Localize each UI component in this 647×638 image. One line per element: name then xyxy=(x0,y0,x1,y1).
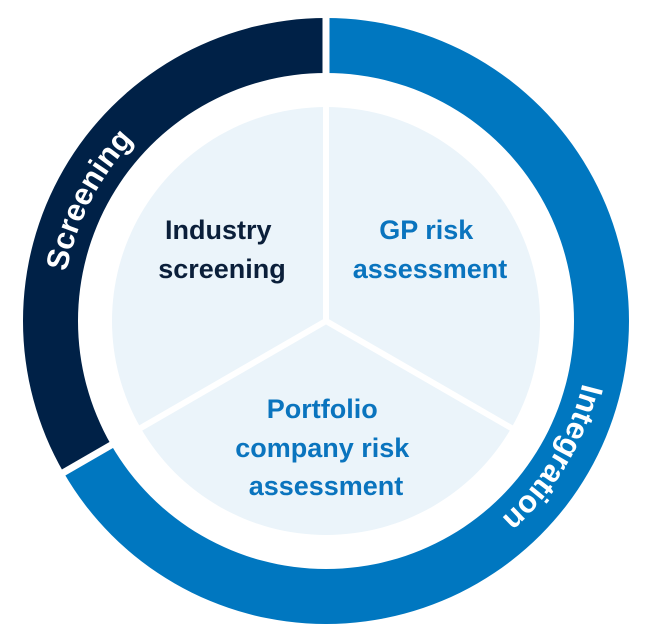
gp-risk-wedge xyxy=(326,107,540,428)
industry-screening-wedge xyxy=(111,107,326,428)
pie-divider xyxy=(324,318,515,432)
pie-dividers xyxy=(137,105,515,432)
label-line: assessment xyxy=(249,471,404,501)
label-line: assessment xyxy=(353,254,508,284)
ring-gap xyxy=(60,440,115,477)
industry-screening-label: Industry screening xyxy=(158,215,286,284)
label-line: company risk xyxy=(235,433,410,463)
screening-ring-segment xyxy=(22,18,326,473)
gp-risk-assessment-label: GP risk assessment xyxy=(353,215,508,284)
ring-gaps xyxy=(60,16,330,477)
label-line: Portfolio xyxy=(267,394,378,424)
label-line: GP risk xyxy=(379,215,474,245)
pie-divider xyxy=(137,318,328,432)
label-line: screening xyxy=(158,254,286,284)
portfolio-company-risk-assessment-label: Portfolio company risk assessment xyxy=(235,394,417,501)
label-line: Industry xyxy=(165,215,272,245)
